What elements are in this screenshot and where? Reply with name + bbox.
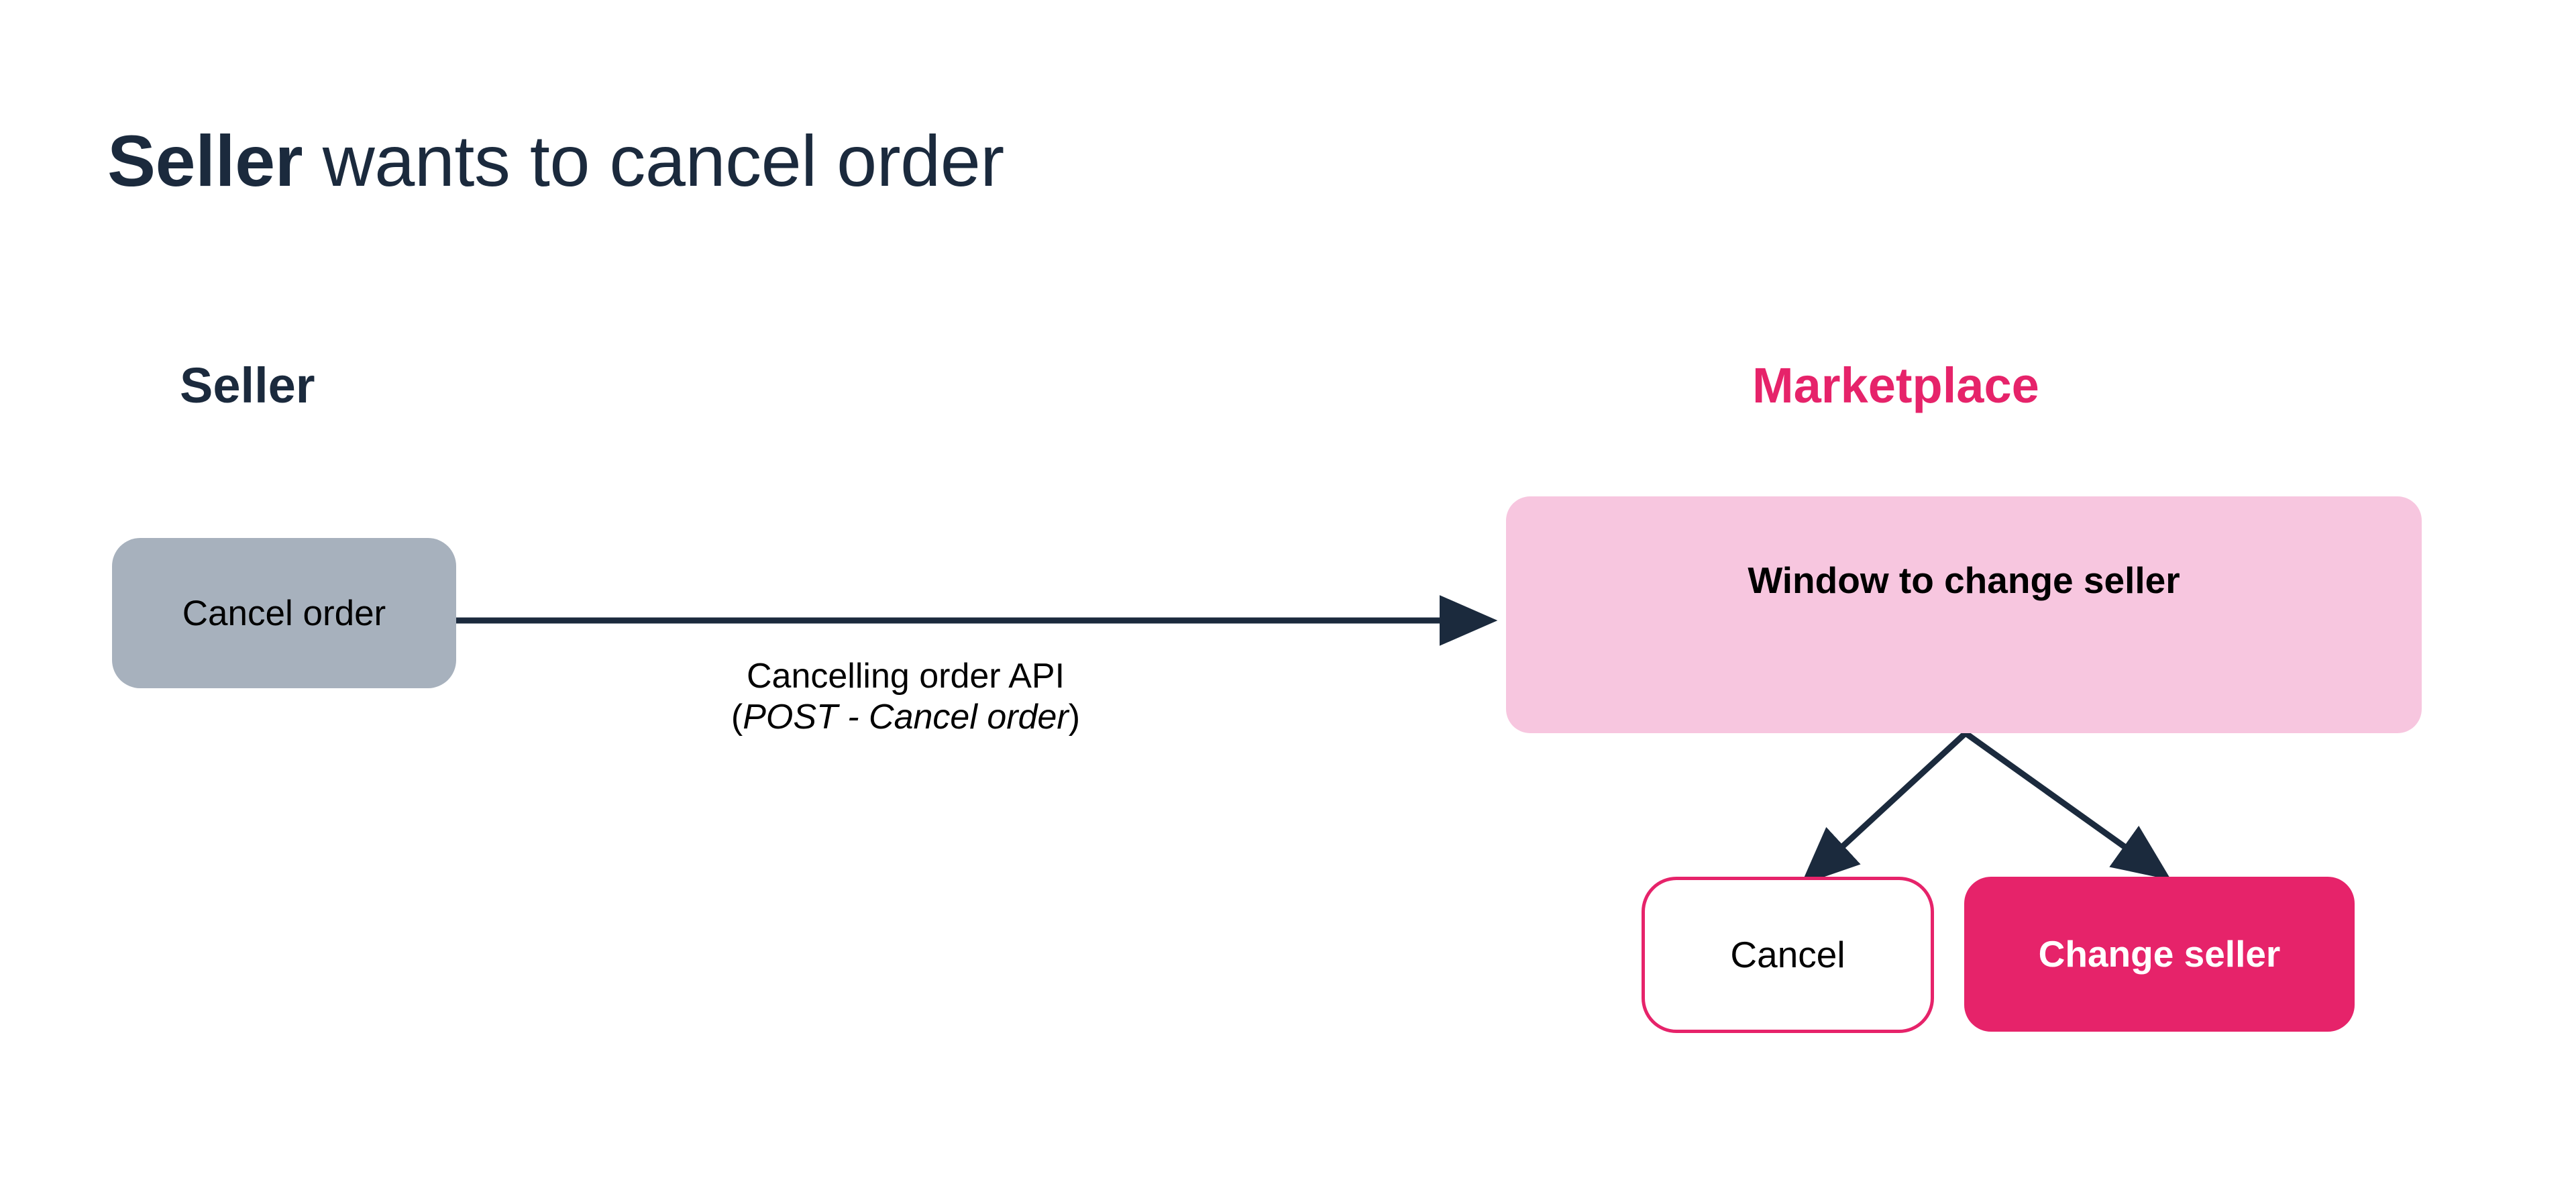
change-seller-button-label: Change seller <box>2038 933 2281 975</box>
arrow-window-to-change-seller-button <box>1964 730 2171 880</box>
page-title-rest: wants to cancel order <box>303 120 1005 201</box>
node-cancel-order-label: Cancel order <box>182 593 386 633</box>
arrow-label-line-1: Cancelling order API <box>746 657 1065 696</box>
cancel-button[interactable]: Cancel <box>1642 877 1934 1033</box>
node-window-to-change-seller: Window to change seller <box>1506 496 2422 733</box>
arrow-label-close-paren: ) <box>1068 698 1081 737</box>
lane-header-seller: Seller <box>180 358 315 413</box>
arrow-window-to-cancel-button <box>1801 730 1968 885</box>
arrow-label-open-paren: ( <box>731 698 743 737</box>
window-change-seller-title: Window to change seller <box>1748 559 2180 601</box>
arrow-label-method: POST - Cancel order <box>743 698 1069 737</box>
page-title: Seller wants to cancel order <box>107 119 1004 203</box>
page-title-strong: Seller <box>107 120 303 201</box>
lane-header-marketplace: Marketplace <box>1752 358 2039 413</box>
node-cancel-order[interactable]: Cancel order <box>112 538 456 688</box>
cancel-button-label: Cancel <box>1730 934 1845 975</box>
arrow-label-line-2: (POST - Cancel order) <box>537 697 1275 738</box>
change-seller-button[interactable]: Change seller <box>1964 877 2355 1032</box>
arrow-label-api-call: Cancelling order API (POST - Cancel orde… <box>537 656 1275 739</box>
